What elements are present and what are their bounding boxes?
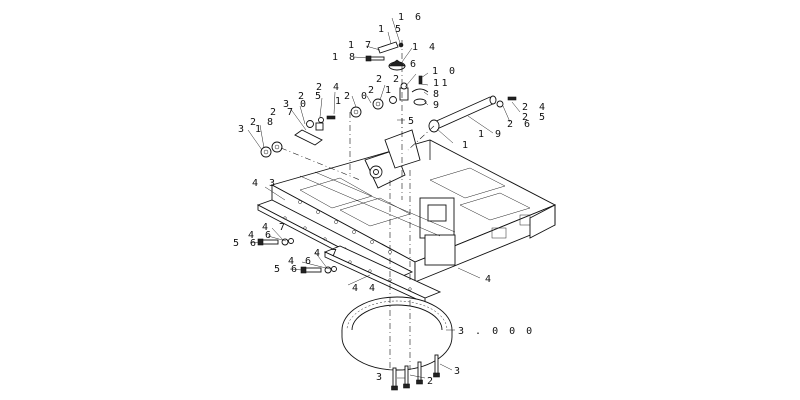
callout-6: 6: [410, 59, 419, 70]
center-lines: [280, 40, 435, 370]
callout-56-upper: 5 6: [233, 238, 259, 249]
slewing-ring: [341, 296, 453, 371]
callout-3-left: 3: [376, 372, 385, 383]
callout-47-lower: 4 7: [314, 248, 340, 259]
washer-stack: [350, 96, 397, 118]
pin-assembly-left: [260, 115, 336, 158]
bolt-56-upper: [257, 238, 294, 246]
callout-24-left: 2 4: [316, 82, 342, 93]
callout-1-top: 1: [335, 96, 344, 107]
callout-46-upper: 4 6: [248, 230, 274, 241]
upper-right-small-parts: [399, 75, 429, 106]
callout-24-right: 2 4: [522, 102, 548, 113]
callout-10: 1 0: [432, 66, 458, 77]
callout-17: 1 7: [348, 40, 374, 51]
callout-3000: 3 . 0 0 0: [458, 326, 535, 337]
callout-9: 9: [433, 100, 442, 111]
callout-4: 4: [485, 274, 494, 285]
callout-22: 2 2: [376, 74, 402, 85]
long-pin-right: [428, 95, 517, 133]
callout-16: 1 6: [398, 12, 424, 23]
callout-19: 1 9: [478, 129, 504, 140]
callout-labels: 1 6 1 5 1 7 1 4 1 8 6 1 0 11 8 9 2 2 2 1…: [233, 12, 548, 387]
bolt-56-lower: [300, 266, 337, 274]
boom-pivot-bracket: [364, 129, 421, 189]
callout-11: 11: [433, 78, 450, 89]
callout-21: 2 1: [368, 85, 394, 96]
callout-31: 3 1: [238, 124, 264, 135]
bolt-group-left: [257, 238, 337, 274]
callout-25-left: 2 5: [298, 91, 324, 102]
callout-8: 8: [433, 89, 442, 100]
callout-2: 2: [427, 376, 436, 387]
callout-26: 2 6: [507, 119, 533, 130]
ring-bolts: [391, 354, 440, 391]
callout-27: 2 7: [270, 107, 296, 118]
callout-1-right: 1: [462, 140, 471, 151]
callout-43: 4 3: [252, 178, 278, 189]
callout-56-lower: 5 6: [274, 264, 300, 275]
callout-20: 2 0: [344, 91, 370, 102]
callout-46-lower: 4 6: [288, 256, 314, 267]
callout-5: 5: [408, 116, 417, 127]
callout-47-upper: 4 7: [262, 222, 288, 233]
callout-15: 1 5: [378, 24, 404, 35]
callout-25-right: 2 5: [522, 112, 548, 123]
callout-18: 1 8: [332, 52, 358, 63]
callout-28: 2 8: [250, 117, 276, 128]
callout-3-right: 3: [454, 366, 463, 377]
callout-30: 3 0: [283, 99, 309, 110]
leader-lines: [247, 17, 521, 379]
callout-44: 4 4: [352, 283, 378, 294]
callout-14: 1 4: [412, 42, 438, 53]
